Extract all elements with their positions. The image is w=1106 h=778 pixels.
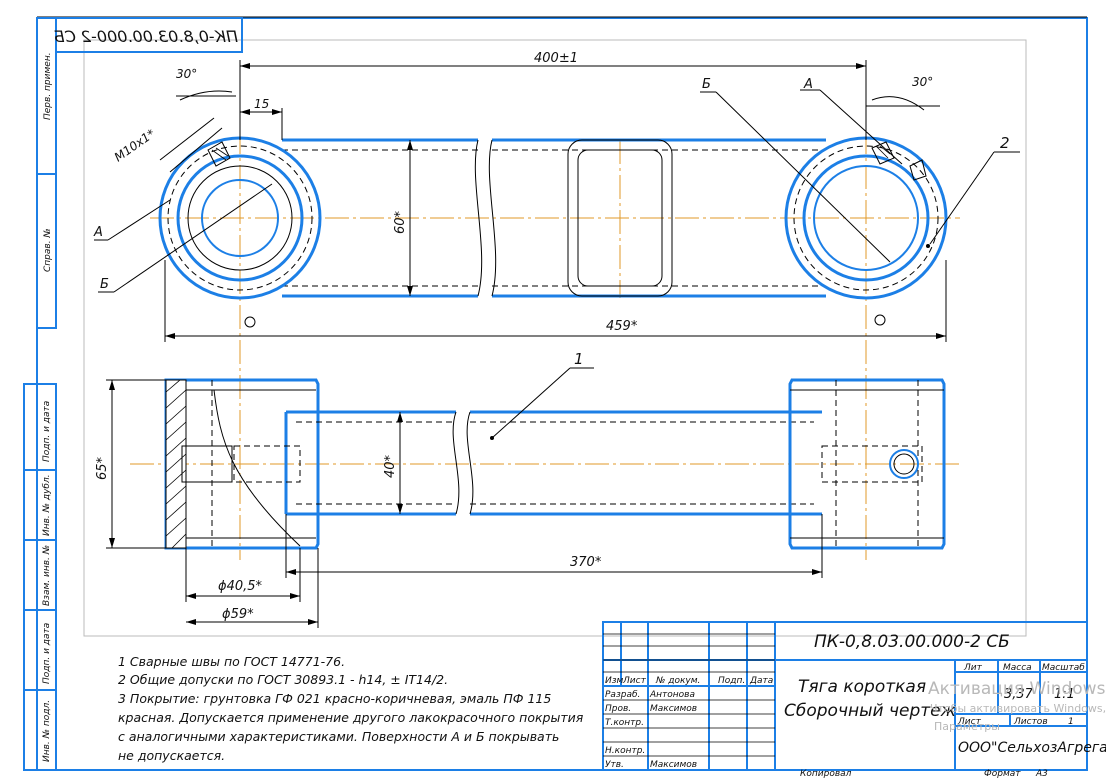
leader-b-right: Б <box>702 77 711 92</box>
top-view <box>150 130 960 560</box>
tb-role-2: Т.контр. <box>605 718 644 728</box>
tb-organization: ООО"СельхозАгрегат" <box>958 740 1106 756</box>
tb-hdr-list: Лист <box>622 676 647 686</box>
tb-hdr-doc: № докум. <box>655 676 700 686</box>
stamp-podp-data-1: Подп. и дата <box>42 401 52 462</box>
watermark-line-1: Активация Windows <box>928 679 1106 699</box>
stamp-sprav-no: Справ. № <box>43 228 53 272</box>
top-leaders: А Б А Б 2 <box>93 77 1020 293</box>
tb-hdr-sign: Подп. <box>718 676 745 686</box>
stamp-vzam-inv: Взам. инв. № <box>42 545 52 606</box>
note-line-6: не допускается. <box>118 748 225 763</box>
tb-role-1: Пров. <box>605 704 631 714</box>
leader-a-left: А <box>93 225 103 240</box>
dim-15: 15 <box>254 97 269 111</box>
tb-name-1: Максимов <box>650 704 697 714</box>
format-value: А3 <box>1035 769 1048 778</box>
leader-pos-1: 1 <box>574 350 584 368</box>
tb-role-0: Разраб. <box>605 690 640 700</box>
dim-dia-59: ϕ59* <box>222 607 254 622</box>
tb-part-name: Тяга короткая <box>798 677 926 697</box>
mirrored-designation-box: ПК-0,8.03.00.000-2 СБ <box>54 17 243 53</box>
dim-400: 400±1 <box>534 51 578 66</box>
dim-angle-right: 30° <box>912 75 933 89</box>
tb-hdr-lit: Лит <box>963 663 983 673</box>
dim-459: 459* <box>606 319 638 334</box>
dim-dia-40-5: ϕ40,5* <box>218 579 263 594</box>
stamp-inv-podl: Инв. № подл. <box>42 700 52 762</box>
technical-notes: 1 Сварные швы по ГОСТ 14771-76. 2 Общие … <box>118 654 584 763</box>
watermark-line-2: Чтобы активировать Windows, перейдите в … <box>930 702 1106 715</box>
tb-designation: ПК-0,8.03.00.000-2 СБ <box>814 632 1010 652</box>
stamp-perv-primen: Перв. примен. <box>43 52 53 120</box>
tb-hdr-massa: Масса <box>1003 663 1032 673</box>
tb-hdr-izm: Изм <box>605 676 624 686</box>
front-view <box>130 378 960 550</box>
stamp-podp-data-2: Подп. и дата <box>42 623 52 684</box>
tb-name-0: Антонова <box>649 690 695 700</box>
tb-doc-type: Сборочный чертеж <box>784 701 957 721</box>
section-hatching <box>165 379 187 549</box>
front-dimensions: 65* 40* 370* ϕ40,5* ϕ59* 1 <box>95 350 823 628</box>
tb-hdr-date: Дата <box>749 676 773 686</box>
windows-activation-watermark: Активация Windows Чтобы активировать Win… <box>928 679 1106 733</box>
title-block: Изм Лист № докум. Подп. Дата Разраб. Ант… <box>602 621 1106 771</box>
dim-thread: М10х1* <box>112 126 158 164</box>
tb-sheets-value: 1 <box>1068 717 1074 727</box>
note-line-5: с аналогичными характеристиками. Поверхн… <box>118 729 559 744</box>
tb-sheet-label: Лист <box>957 717 982 727</box>
tb-scale: 1:1 <box>1054 687 1075 702</box>
dim-angle-left: 30° <box>176 67 197 81</box>
inner-border <box>83 39 1027 637</box>
left-stamp-column: Перв. примен. Справ. № Подп. и дата Инв.… <box>23 17 57 771</box>
dim-65: 65* <box>95 456 110 480</box>
tb-role-4: Утв. <box>605 760 624 770</box>
dim-40: 40* <box>383 454 398 478</box>
note-line-1: 1 Сварные швы по ГОСТ 14771-76. <box>118 654 345 669</box>
leader-b-left: Б <box>100 277 109 292</box>
leader-pos-2: 2 <box>1000 134 1010 152</box>
note-line-4: красная. Допускается применение другого … <box>118 710 584 725</box>
mirrored-designation: ПК-0,8.03.00.000-2 СБ <box>54 27 238 46</box>
tb-mass: 3,37 <box>1004 687 1034 702</box>
leader-a-right: А <box>803 77 813 92</box>
tb-role-3: Н.контр. <box>605 746 645 756</box>
stamp-inv-dubl: Инв. № дубл. <box>42 474 52 536</box>
tb-sheets-label: Листов <box>1013 717 1048 727</box>
format-label: Формат <box>984 769 1021 778</box>
dim-60: 60* <box>393 210 408 234</box>
copied-label: Копировал <box>800 769 852 778</box>
tb-hdr-masshtab: Масштаб <box>1042 663 1085 673</box>
tb-name-4: Максимов <box>650 760 697 770</box>
note-line-2: 2 Общие допуски по ГОСТ 30893.1 - h14, ±… <box>118 672 448 687</box>
watermark-line-3: Параметры <box>934 720 1000 733</box>
dim-370: 370* <box>570 555 602 570</box>
note-line-3: 3 Покрытие: грунтовка ГФ 021 красно-кори… <box>118 691 551 706</box>
